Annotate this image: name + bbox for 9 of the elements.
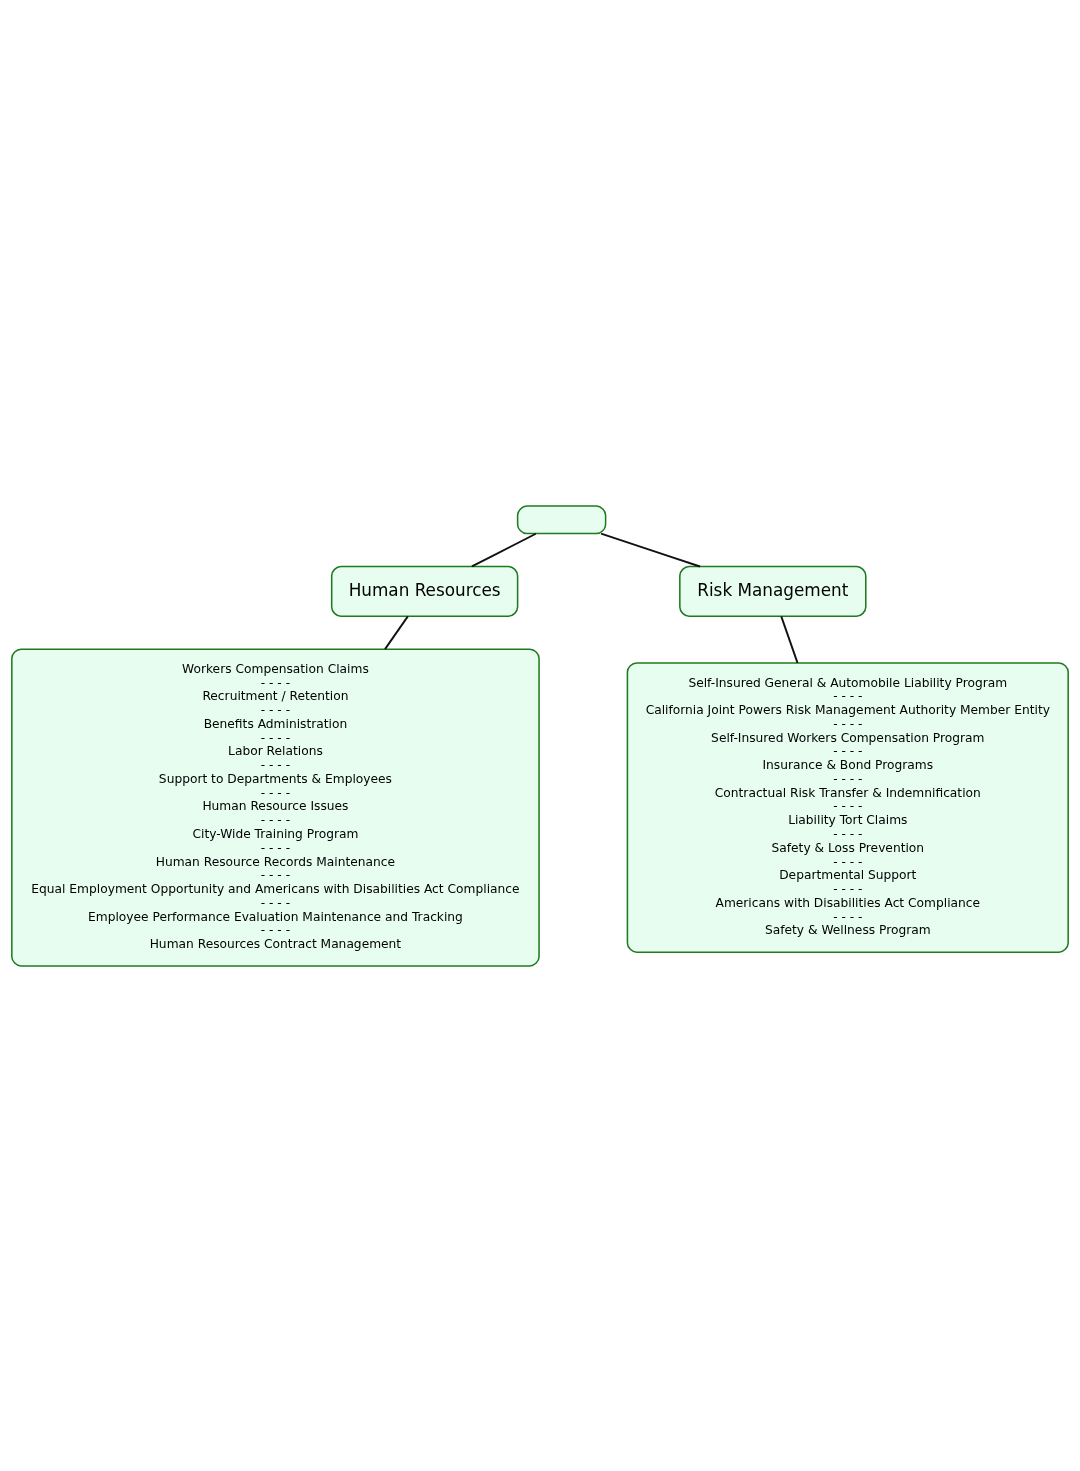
connector — [470, 532, 537, 567]
node-box — [516, 504, 607, 534]
connector — [384, 614, 409, 650]
connector — [780, 614, 799, 664]
node-box: Self-Insured General & Automobile Liability Program - - - - California Joint Powers Risk Management Authority Member Entity - - - - Self-Insured Workers Compensation Program - - - - Insurance & Bond Programs - - - - Contractual Risk Transfer & Indemnification - - - - Liability Tort Claims - - - - Safety & Loss Prevention - - - - Departmental Support - - - - Americans with Disabilities Act Compliance - - - - Safety & Wellness Program — [626, 661, 1069, 953]
node-box: Workers Compensation Claims - - - - Recruitment / Retention - - - - Benefits Administration - - - - Labor Relations - - - - Support to Departments & Employees - - - - Human Resource Issues - - - - City-Wide Training Program - - - - Human Resource Records Maintenance - - - - Equal Employment Opportunity and Americans with Disabilities Act Compliance - - - - Employee Performance Evaluation Maintenance and Tracking - - - - Human Resources Contract Management — [11, 647, 540, 967]
node-box: Human Resources — [330, 565, 519, 617]
connector — [600, 532, 701, 567]
node-box: Risk Management — [679, 565, 867, 617]
